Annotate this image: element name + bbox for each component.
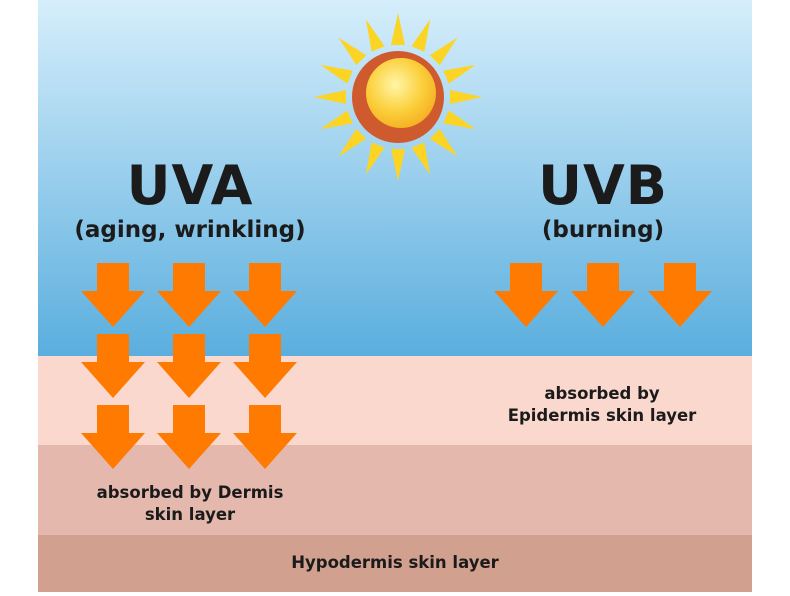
uva-absorbed-note: absorbed by Dermis skin layer: [96, 483, 284, 524]
down-arrow-icon: [648, 263, 712, 327]
sun-ray: [411, 19, 431, 52]
down-arrow-icon: [81, 334, 145, 398]
hypodermis-label: Hypodermis skin layer: [291, 553, 499, 572]
sun-ray: [443, 64, 476, 84]
sun-ray: [391, 13, 405, 45]
sun-ray: [443, 110, 476, 130]
sun-ray: [429, 128, 458, 157]
sun-ray: [365, 142, 385, 175]
down-arrow-icon: [571, 263, 635, 327]
sun-ray: [320, 64, 353, 84]
down-arrow-icon: [157, 263, 221, 327]
uvb-title: UVB: [538, 154, 668, 217]
hypodermis-layer: [38, 535, 752, 592]
down-arrow-icon: [233, 263, 297, 327]
down-arrow-icon: [81, 405, 145, 469]
sun-ray: [320, 110, 353, 130]
down-arrow-icon: [233, 334, 297, 398]
sun-ray: [429, 37, 458, 66]
down-arrow-icon: [157, 334, 221, 398]
epidermis-layer: [38, 356, 752, 445]
uvb-absorbed-note: absorbed by Epidermis skin layer: [507, 384, 697, 425]
uvb-subtitle: (burning): [541, 217, 665, 243]
uva-title: UVA: [126, 154, 254, 217]
uva-subtitle: (aging, wrinkling): [74, 217, 306, 243]
down-arrow-icon: [494, 263, 558, 327]
sun-icon: [314, 13, 482, 181]
sun-ray: [411, 142, 431, 175]
dermis-layer: [38, 445, 752, 535]
sun-ray: [391, 149, 405, 181]
down-arrow-icon: [233, 405, 297, 469]
down-arrow-icon: [157, 405, 221, 469]
sun-ray: [450, 90, 482, 104]
down-arrow-icon: [81, 263, 145, 327]
uv-ray-arrows: [81, 263, 712, 469]
sun-ray: [338, 37, 367, 66]
sun-ray: [338, 128, 367, 157]
sun-ray: [365, 19, 385, 52]
sun-ray: [314, 90, 346, 104]
